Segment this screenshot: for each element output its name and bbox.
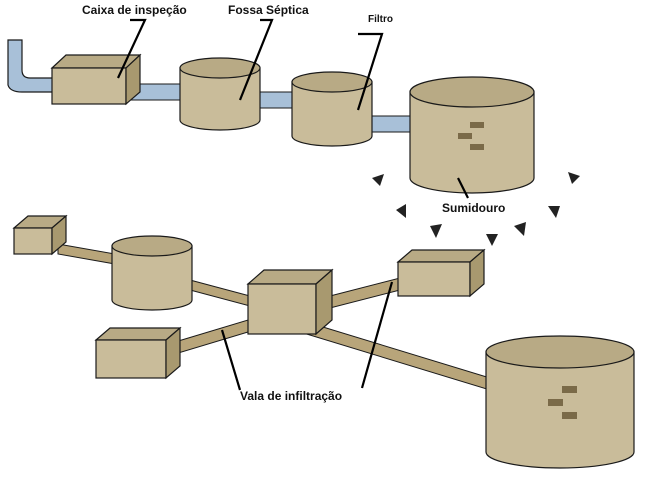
soakaway-tank-lower: [485, 335, 635, 469]
inflow-pipe: [7, 39, 56, 93]
label-fossa-septica: Fossa Séptica: [228, 3, 309, 17]
small-box-left: [12, 214, 68, 256]
seepage-arrows: [372, 172, 580, 246]
label-caixa-inspecao: Caixa de inspeção: [82, 3, 187, 17]
label-vala-infiltracao: Vala de infiltração: [240, 389, 342, 403]
label-sumidouro: Sumidouro: [442, 201, 505, 215]
inspection-box: [50, 53, 142, 106]
distribution-box: [246, 268, 334, 336]
small-box-right: [396, 248, 486, 298]
brick-pattern-lower: [548, 386, 577, 419]
filter-tank: [291, 71, 373, 147]
septic-tank: [179, 57, 261, 131]
small-box-lower-left: [94, 326, 182, 380]
leader-lines: [117, 18, 469, 391]
tan-pipes: [57, 243, 491, 391]
soakaway-tank-upper: [409, 76, 535, 194]
septic-tank-lower: [111, 235, 193, 311]
brick-pattern: [458, 122, 484, 150]
label-filtro: Filtro: [368, 14, 393, 25]
